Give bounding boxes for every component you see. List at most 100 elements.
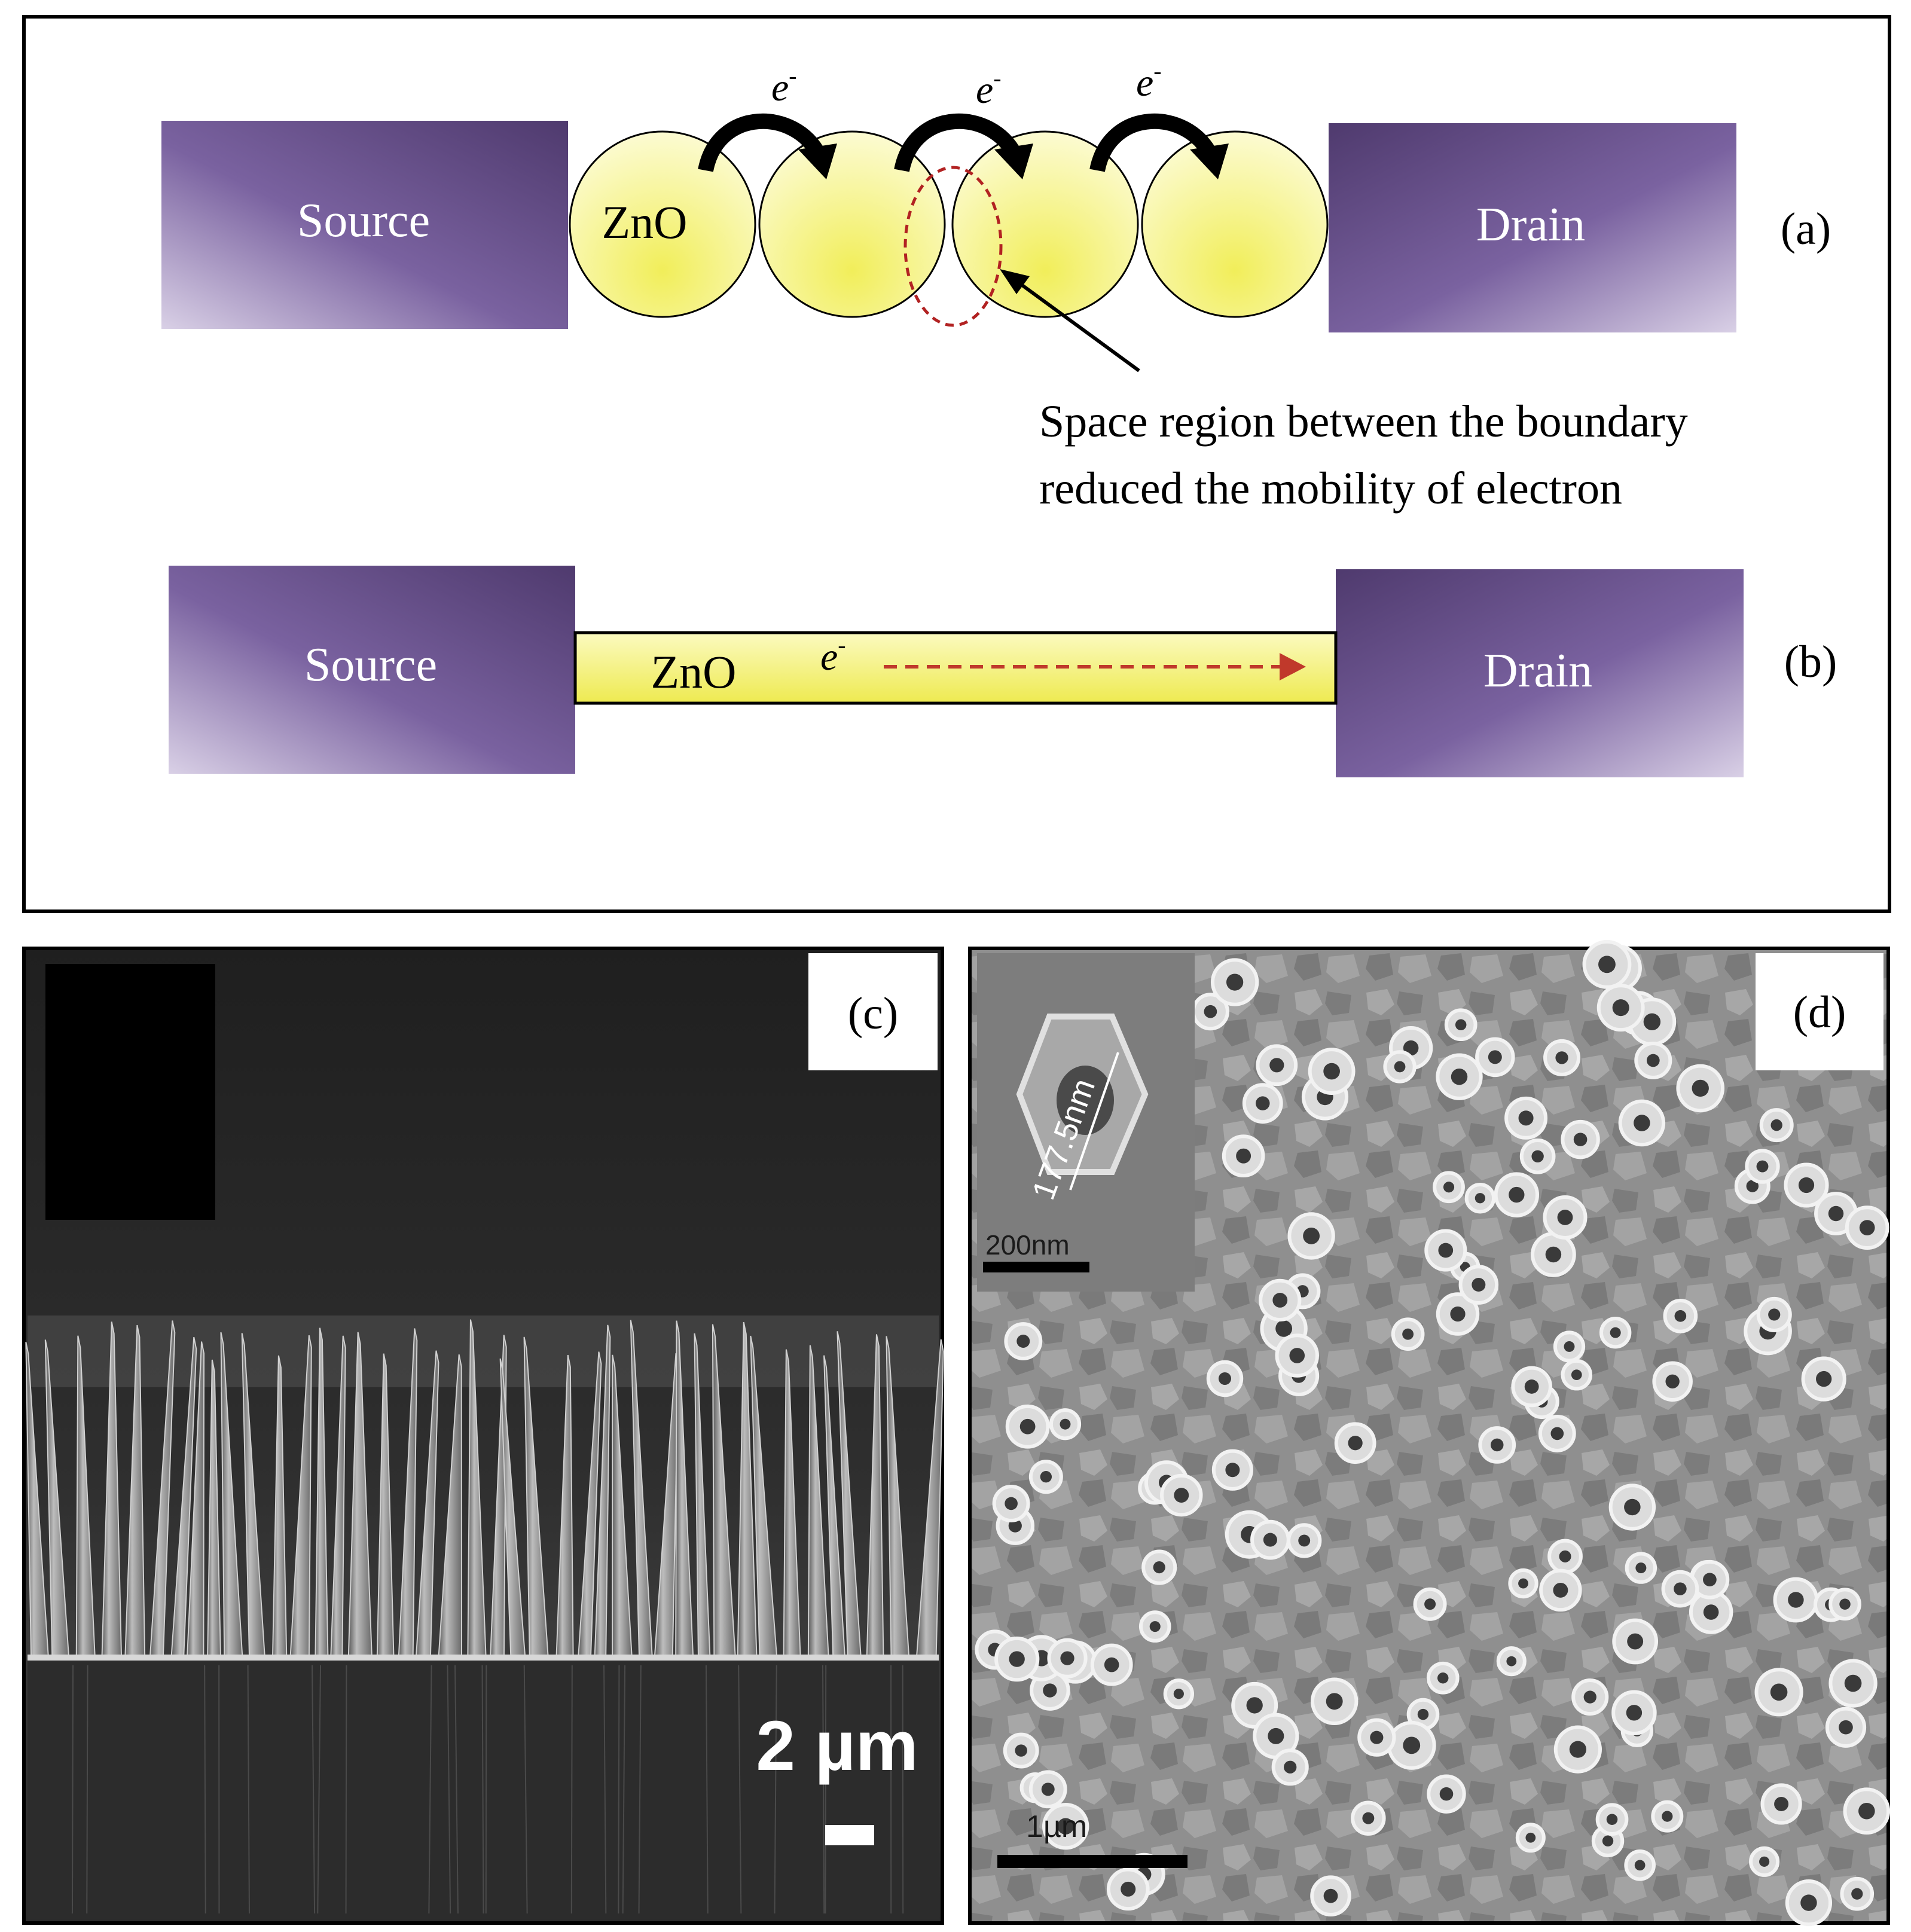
nanotube-hole (1703, 1604, 1719, 1620)
nanotube-hole (1417, 1708, 1429, 1720)
nanotube-hole (1424, 1598, 1436, 1610)
panel-c-label-box (808, 953, 938, 1070)
substrate-striation (481, 1665, 484, 1914)
source-label-a: Source (297, 194, 430, 247)
nanotube-hole (1662, 1811, 1673, 1822)
substrate-striation (638, 1665, 642, 1914)
nanotube-hole (1768, 1308, 1781, 1321)
nanotube-hole (1402, 1328, 1414, 1340)
scale-bar-label-d: 1µm (1026, 1809, 1087, 1844)
drain-label-a: Drain (1476, 199, 1585, 251)
nanotube-hole (1275, 1320, 1293, 1337)
nanotube-hole (1451, 1068, 1468, 1085)
nanotube-hole (1770, 1119, 1782, 1131)
source-electrode-b (169, 566, 575, 774)
nanotube-hole (1646, 1054, 1660, 1067)
nanotube-hole (1555, 1051, 1568, 1064)
nanotube-hole (1204, 1005, 1217, 1018)
nanotube-hole (1236, 1148, 1251, 1164)
nanotube-hole (1634, 1860, 1646, 1871)
electron-label-a2: e- (976, 65, 1002, 112)
nanotube-hole (1439, 1787, 1454, 1801)
rod-top-glow (28, 1316, 939, 1387)
inset-hexagon-hole (1057, 1066, 1114, 1135)
nanotube-hole (1506, 1656, 1517, 1667)
nanotube-hole (1756, 1160, 1769, 1173)
annotation-arrow (1000, 269, 1140, 373)
nanotube-hole (1598, 956, 1616, 973)
inset-hexagon-view: 177.5nm 200nm (977, 953, 1195, 1292)
panel-c: (c) 2 µm (22, 947, 944, 1925)
annotation-line-1: Space region between the boundary (1039, 396, 1688, 447)
nanotube-hole (1303, 1227, 1320, 1244)
nanotube-hole (1839, 1598, 1851, 1610)
nanotube-hole (1643, 1013, 1661, 1031)
panel-d: 177.5nm 200nm (d) 1µm (968, 939, 1891, 1927)
zno-grain-3 (951, 130, 1139, 318)
nanotube-hole (1121, 1881, 1136, 1897)
panel-c-label: (c) (848, 988, 898, 1039)
substrate-striation (774, 1665, 777, 1914)
substrate-striation (622, 1665, 626, 1914)
substrate-striation (447, 1665, 451, 1914)
substrate-striation (247, 1665, 250, 1914)
nanotube-hole (1403, 1040, 1419, 1056)
substrate-striation (204, 1665, 206, 1914)
nanotube-hole (1272, 1293, 1288, 1308)
substrate-striation (345, 1665, 347, 1914)
nanotube-hole (1770, 1683, 1788, 1701)
drain-electrode-a (1329, 123, 1736, 332)
nanotube-hole (1437, 1672, 1449, 1684)
electron-label-b: e- (820, 631, 846, 679)
nanotube-hole (1488, 1050, 1502, 1064)
nanotube-hole (1104, 1657, 1119, 1672)
substrate-striation (603, 1665, 607, 1914)
nanotube-hole (1174, 1488, 1189, 1503)
nanotube-hole (1472, 1278, 1486, 1292)
nanotube-hole (1403, 1736, 1421, 1754)
nanotube-hole (1218, 1372, 1232, 1385)
nanotube-hole (1602, 1835, 1614, 1846)
nanotube-hole (1774, 1796, 1789, 1811)
nanotube-hole (1518, 1110, 1534, 1126)
nanotube-hole (1455, 1019, 1467, 1031)
nanotube-hole (1173, 1689, 1184, 1699)
substrate-striation (705, 1665, 709, 1914)
nanotube-hole (1610, 1327, 1621, 1338)
drain-electrode-b (1336, 569, 1744, 777)
nanotube-hole (1370, 1730, 1384, 1744)
nanotube-hole (1298, 1534, 1311, 1547)
panel-d-label: (d) (1793, 987, 1846, 1037)
nanotube-hole (1289, 1348, 1305, 1363)
scale-bar-c (825, 1825, 874, 1845)
nanotube-hole (1256, 1096, 1270, 1110)
nanotube-hole (1226, 973, 1244, 991)
substrate-striation (523, 1665, 528, 1914)
redaction-block (45, 964, 215, 1220)
nanotube-hole (1557, 1210, 1573, 1225)
nanotube-hole (1043, 1683, 1057, 1698)
nanotube-hole (1703, 1573, 1717, 1587)
nanotube-hole (1225, 1463, 1240, 1478)
nanotube-hole (1060, 1651, 1074, 1665)
hop-arrow-1 (698, 113, 837, 179)
electron-label-a1: e- (771, 62, 797, 109)
inset-scale-label: 200nm (985, 1229, 1070, 1260)
nanotube-hole (1284, 1760, 1297, 1774)
nanotube-hole (1269, 1058, 1284, 1073)
panel-d-label-box (1756, 953, 1883, 1070)
nanotube-hole (1362, 1812, 1375, 1824)
nanotube-hole (1323, 1063, 1340, 1080)
nanotube-hole (1627, 1633, 1644, 1650)
nanotube-hole (1550, 1427, 1564, 1440)
substrate-striation (454, 1665, 459, 1914)
nanotube-hole (1571, 1369, 1582, 1380)
substrate-striation (71, 1665, 74, 1914)
substrate-striation (738, 1665, 742, 1914)
nanotube-hole (1553, 1582, 1568, 1598)
nanotube-hole (1559, 1550, 1571, 1562)
nanotube-hole (1674, 1582, 1687, 1595)
panel-b: Source Drain ZnO e- (b) (169, 566, 1837, 777)
zno-grain-1 (569, 130, 756, 318)
